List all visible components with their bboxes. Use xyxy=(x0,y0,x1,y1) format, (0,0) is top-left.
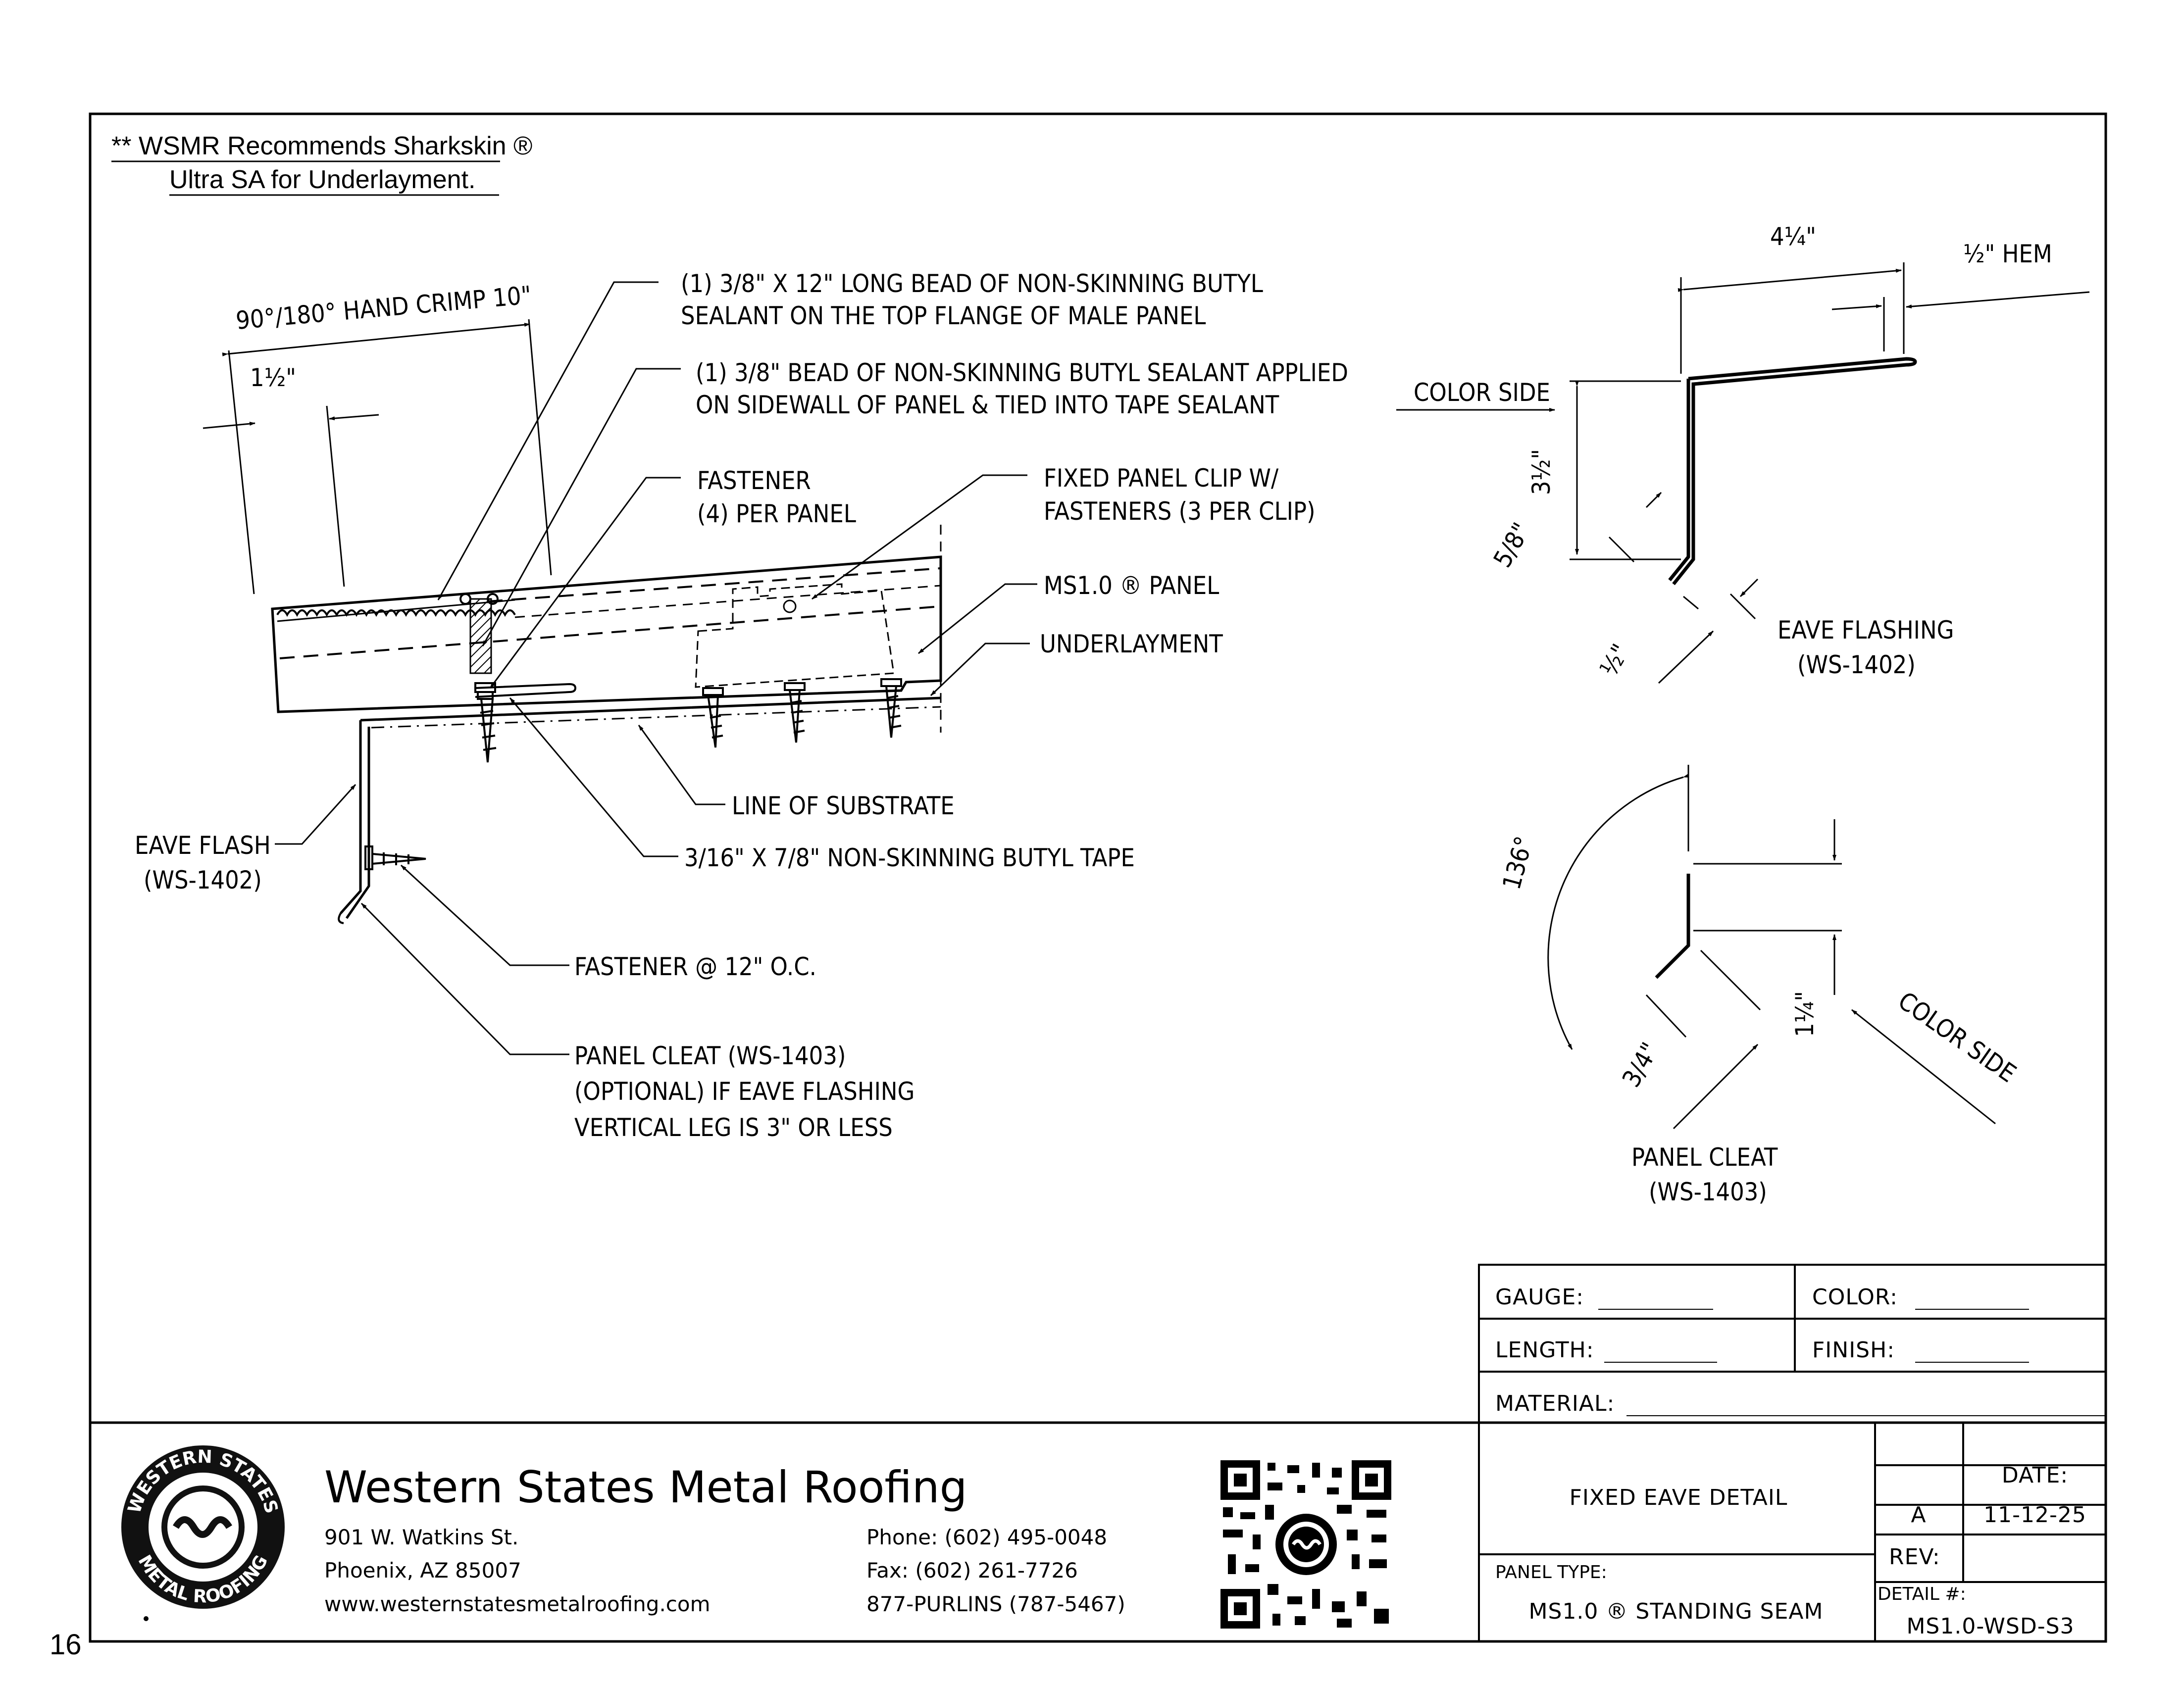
svg-text:(OPTIONAL) IF EAVE FLASHING: (OPTIONAL) IF EAVE FLASHING xyxy=(574,1077,914,1106)
svg-text:EAVE FLASH: EAVE FLASH xyxy=(135,831,271,860)
svg-text:DATE:: DATE: xyxy=(2002,1463,2068,1488)
svg-text:11-12-25: 11-12-25 xyxy=(1983,1502,2086,1528)
title-block-labels: FIXED EAVE DETAIL PANEL TYPE: MS1.0 ® ST… xyxy=(1495,1463,2086,1639)
eave-flashing-detail xyxy=(1396,262,2090,684)
svg-text:DETAIL #:: DETAIL #: xyxy=(1878,1584,1966,1604)
page-number: 16 xyxy=(50,1629,82,1661)
leader-substrate xyxy=(638,725,725,805)
dim-crimp xyxy=(203,319,552,594)
svg-text:½": ½" xyxy=(1594,639,1635,681)
underlayment-note: ** WSMR Recommends Sharkskin ® Ultra SA … xyxy=(111,132,532,196)
panel-cleat-labels: 136° 1¼" 3/4" COLOR SIDE PANEL CLEAT (WS… xyxy=(1497,833,2022,1206)
svg-text:877-PURLINS (787-5467): 877-PURLINS (787-5467) xyxy=(866,1592,1125,1616)
svg-text:REV:: REV: xyxy=(1889,1544,1940,1570)
svg-text:FASTENERS (3 PER CLIP): FASTENERS (3 PER CLIP) xyxy=(1044,497,1316,526)
detail-number: MS1.0-WSD-S3 xyxy=(1906,1614,2074,1639)
svg-text:VERTICAL LEG IS 3" OR LESS: VERTICAL LEG IS 3" OR LESS xyxy=(574,1113,893,1142)
svg-text:FIXED PANEL CLIP W/: FIXED PANEL CLIP W/ xyxy=(1044,464,1279,493)
svg-text:Phone: (602) 495-0048: Phone: (602) 495-0048 xyxy=(866,1525,1107,1549)
svg-text:3½": 3½" xyxy=(1527,449,1556,495)
svg-text:(4) PER PANEL: (4) PER PANEL xyxy=(697,499,856,528)
svg-text:** WSMR Recommends Sharkskin ®: ** WSMR Recommends Sharkskin ® xyxy=(111,132,532,160)
svg-text:1¼": 1¼" xyxy=(1790,991,1819,1037)
leader-bead-top xyxy=(437,281,659,600)
panel-type-value: MS1.0 ® STANDING SEAM xyxy=(1529,1599,1824,1624)
svg-text:PANEL TYPE:: PANEL TYPE: xyxy=(1495,1562,1607,1583)
panel-cleat-profile xyxy=(1655,874,1690,979)
clip-fasteners xyxy=(702,678,902,748)
fixed-panel-clip xyxy=(695,583,895,688)
svg-text:(1) 3/8" BEAD OF NON-SKINNING: (1) 3/8" BEAD OF NON-SKINNING BUTYL SEAL… xyxy=(696,358,1348,387)
svg-text:ON SIDEWALL OF PANEL & TIED IN: ON SIDEWALL OF PANEL & TIED INTO TAPE SE… xyxy=(696,391,1279,419)
svg-text:136°: 136° xyxy=(1497,833,1539,892)
svg-text:UNDERLAYMENT: UNDERLAYMENT xyxy=(1040,630,1223,658)
svg-text:(1) 3/8" X 12" LONG BEAD OF NO: (1) 3/8" X 12" LONG BEAD OF NON-SKINNING… xyxy=(681,269,1263,298)
svg-text:MS1.0 ® PANEL: MS1.0 ® PANEL xyxy=(1044,571,1219,600)
leader-cleat xyxy=(360,902,569,1055)
qr-code xyxy=(1220,1460,1391,1629)
svg-text:GAUGE:: GAUGE: xyxy=(1495,1285,1584,1310)
eave-flashing-profile xyxy=(1668,357,1917,586)
spec-table-labels: GAUGE: COLOR: LENGTH: FINISH: MATERIAL: xyxy=(1495,1285,1898,1416)
leader-eave xyxy=(275,784,356,845)
svg-text:FASTENER @ 12" O.C.: FASTENER @ 12" O.C. xyxy=(574,952,816,981)
svg-text:5/8": 5/8" xyxy=(1488,518,1536,572)
panel-cleat-detail xyxy=(1547,765,1996,1130)
leader-panel xyxy=(918,583,1037,654)
svg-text:3/16" X 7/8" NON-SKINNING BUTY: 3/16" X 7/8" NON-SKINNING BUTYL TAPE xyxy=(684,843,1135,872)
svg-text:PANEL CLEAT (WS-1403): PANEL CLEAT (WS-1403) xyxy=(574,1041,846,1070)
leader-tape xyxy=(509,697,678,857)
leader-bead-side xyxy=(482,368,681,646)
svg-text:(WS-1403): (WS-1403) xyxy=(1649,1178,1767,1206)
ms10-panel xyxy=(271,555,942,713)
svg-text:COLOR SIDE: COLOR SIDE xyxy=(1893,986,2021,1088)
svg-text:Western States Metal Roofing: Western States Metal Roofing xyxy=(324,1462,967,1513)
svg-text:901 W. Watkins St.: 901 W. Watkins St. xyxy=(324,1525,518,1549)
svg-text:MATERIAL:: MATERIAL: xyxy=(1495,1391,1615,1416)
leader-underlayment xyxy=(930,643,1030,696)
svg-text:SEALANT ON THE TOP FLANGE OF M: SEALANT ON THE TOP FLANGE OF MALE PANEL xyxy=(681,301,1206,330)
main-eave-detail xyxy=(203,281,1037,1055)
svg-text:LENGTH:: LENGTH: xyxy=(1495,1337,1594,1363)
eave-flash-main xyxy=(340,696,941,919)
drawing-title: FIXED EAVE DETAIL xyxy=(1570,1485,1788,1510)
leader-clip xyxy=(812,474,1027,600)
svg-text:3/4": 3/4" xyxy=(1617,1038,1665,1092)
svg-text:90°/180° HAND CRIMP 10": 90°/180° HAND CRIMP 10" xyxy=(235,281,532,335)
company-logo: WESTERN STATES METAL ROOFING xyxy=(121,1445,285,1621)
eave-flashing-labels: 4¼" ½" HEM COLOR SIDE 3½" 5/8" ½" EAVE F… xyxy=(1414,222,2052,681)
svg-text:Fax: (602) 261-7726: Fax: (602) 261-7726 xyxy=(866,1558,1078,1583)
svg-text:COLOR SIDE: COLOR SIDE xyxy=(1414,378,1550,407)
svg-text:½" HEM: ½" HEM xyxy=(1963,240,2052,268)
title-block-grid xyxy=(1478,1423,2106,1641)
company-website: www.westernstatesmetalroofing.com xyxy=(324,1592,711,1616)
leader-fastener-oc xyxy=(400,864,569,966)
panel-fastener xyxy=(474,682,497,763)
svg-text:EAVE FLASHING: EAVE FLASHING xyxy=(1778,616,1954,644)
butyl-tape xyxy=(475,683,577,698)
svg-text:FASTENER: FASTENER xyxy=(697,466,811,495)
svg-text:LINE OF SUBSTRATE: LINE OF SUBSTRATE xyxy=(732,792,955,820)
svg-text:PANEL CLEAT: PANEL CLEAT xyxy=(1631,1143,1778,1172)
spec-table xyxy=(1478,1264,2107,1424)
svg-text:1½": 1½" xyxy=(250,363,296,392)
sheet-border xyxy=(89,112,2107,1643)
svg-text:Phoenix, AZ 85007: Phoenix, AZ 85007 xyxy=(324,1558,521,1583)
svg-text:4¼": 4¼" xyxy=(1770,222,1816,251)
svg-text:COLOR:: COLOR: xyxy=(1812,1285,1898,1310)
eave-fastener xyxy=(364,845,426,870)
svg-text:(WS-1402): (WS-1402) xyxy=(1797,650,1916,679)
svg-text:Ultra SA for Underlayment.: Ultra SA for Underlayment. xyxy=(169,165,475,194)
svg-text:A: A xyxy=(1911,1502,1926,1528)
leader-fastener xyxy=(489,477,681,689)
angle-arc xyxy=(1547,774,1689,1050)
svg-text:(WS-1402): (WS-1402) xyxy=(144,866,262,894)
svg-text:FINISH:: FINISH: xyxy=(1812,1337,1895,1363)
company-info: Western States Metal Roofing 901 W. Watk… xyxy=(324,1462,1125,1616)
